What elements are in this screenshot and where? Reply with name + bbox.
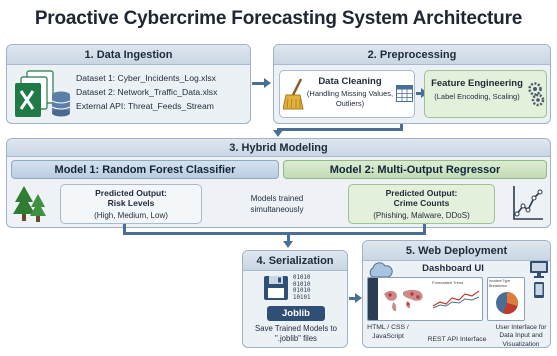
flow-arrow-modeling-to-serialization [283, 232, 293, 248]
flow-arrow-serialization-to-deployment [349, 293, 362, 303]
web-deployment-heading: 5. Web Deployment [363, 241, 550, 261]
page-title: Proactive Cybercrime Forecasting System … [34, 8, 523, 29]
tree-forest-icon [13, 186, 46, 222]
dataset-item-3: External API: Threat_Feeds_Stream [76, 101, 214, 111]
thumb-forecast-caption: Forecasted Trend [432, 280, 464, 285]
data-ingestion-panel: 1. Data Ingestion Dataset 1: Cyber_Incid… [6, 44, 251, 124]
pie-chart-graphic [496, 292, 518, 315]
model2-output-name: Crime Counts [393, 198, 450, 208]
binary-code: 01010 01010 01010 10101 [293, 275, 311, 301]
frontend-label: HTML / CSS / JavaScript [367, 324, 409, 340]
model1-title: Model 1: Random Forest Classifier [11, 160, 279, 179]
floppy-disk-icon [264, 276, 288, 300]
model1-output-detail: (High, Medium, Low) [94, 211, 168, 220]
flow-arrow-cleaning-to-feature [416, 88, 428, 98]
model2-output-box: Predicted Output: Crime Counts (Phishing… [348, 184, 495, 224]
forecast-trend-graphic [432, 290, 480, 309]
table-grid-icon [396, 85, 413, 102]
model2-title: Model 2: Multi-Output Regressor [283, 160, 547, 179]
feature-engineering-title: Feature Engineering [431, 78, 523, 89]
model1-output-name: Risk Levels [107, 198, 155, 208]
data-cleaning-detail: (Handling Missing Values, Outliers) [306, 89, 394, 108]
flow-connector-preprocessing-across [278, 128, 403, 131]
dataset-list: Dataset 1: Cyber_Incidents_Log.xlsx Data… [76, 73, 250, 112]
serialization-note: Save Trained Models to ".joblib" files [255, 324, 337, 343]
model1-output-box: Predicted Output: Risk Levels (High, Med… [60, 184, 202, 224]
flow-arrow-preprocessing-to-modeling [273, 128, 283, 137]
data-cleaning-box: Data Cleaning (Handling Missing Values, … [279, 70, 415, 118]
world-map-graphic [384, 289, 423, 312]
flow-arrow-ingestion-to-preprocessing [252, 78, 271, 88]
user-interface-label: User Interface for Data Input and Visual… [495, 324, 547, 348]
joblib-badge: Joblib [267, 306, 325, 321]
web-deployment-panel: 5. Web Deployment Dashboard UI Forecaste… [362, 240, 551, 348]
data-ingestion-heading: 1. Data Ingestion [7, 45, 250, 65]
preprocessing-panel: 2. Preprocessing Data Cleaning (Handling… [273, 44, 551, 124]
line-chart-icon [513, 186, 543, 220]
hybrid-modeling-panel: 3. Hybrid Modeling Model 1: Random Fores… [6, 138, 551, 228]
feature-engineering-box: Feature Engineering (Label Encoding, Sca… [424, 70, 547, 118]
parallel-training-note: Models trained simultaneously [250, 194, 304, 214]
model1-output-label: Predicted Output: [95, 188, 167, 198]
thumb-incident-caption: Incident Type Breakdown [489, 279, 511, 288]
monitor-icon [530, 261, 548, 278]
pie-chart-card: Incident Type Breakdown [487, 277, 525, 321]
dataset-item-1: Dataset 1: Cyber_Incidents_Log.xlsx [76, 73, 216, 83]
dashboard-screenshot: Forecasted Trend [367, 277, 483, 321]
rest-api-label: REST API Interface [427, 336, 487, 343]
broom-icon [283, 78, 304, 110]
feature-engineering-detail: (Label Encoding, Scaling) [434, 92, 520, 101]
model2-output-detail: (Phishing, Malware, DDoS) [373, 211, 470, 220]
dashboard-ui-title: Dashboard UI [422, 263, 484, 274]
dataset-item-2: Dataset 2: Network_Traffic_Data.xlsx [76, 87, 218, 97]
preprocessing-heading: 2. Preprocessing [274, 45, 550, 65]
excel-files-icon [15, 70, 71, 117]
flow-connector-model1-down [123, 224, 126, 234]
flow-connector-model2-down [423, 224, 426, 234]
flow-connector-models-across [123, 232, 426, 235]
serialization-heading: 4. Serialization [243, 251, 347, 271]
hybrid-modeling-heading: 3. Hybrid Modeling [7, 139, 550, 157]
flow-connector-preprocessing-down [400, 124, 403, 130]
cloud-icon [369, 262, 393, 278]
gears-icon [528, 82, 545, 107]
model2-output-label: Predicted Output: [385, 188, 458, 198]
data-cleaning-title: Data Cleaning [318, 76, 382, 87]
serialization-panel: 4. Serialization 01010 01010 01010 10101… [242, 250, 348, 348]
mobile-phone-icon [534, 282, 544, 298]
dashboard-sidebar [368, 278, 378, 320]
